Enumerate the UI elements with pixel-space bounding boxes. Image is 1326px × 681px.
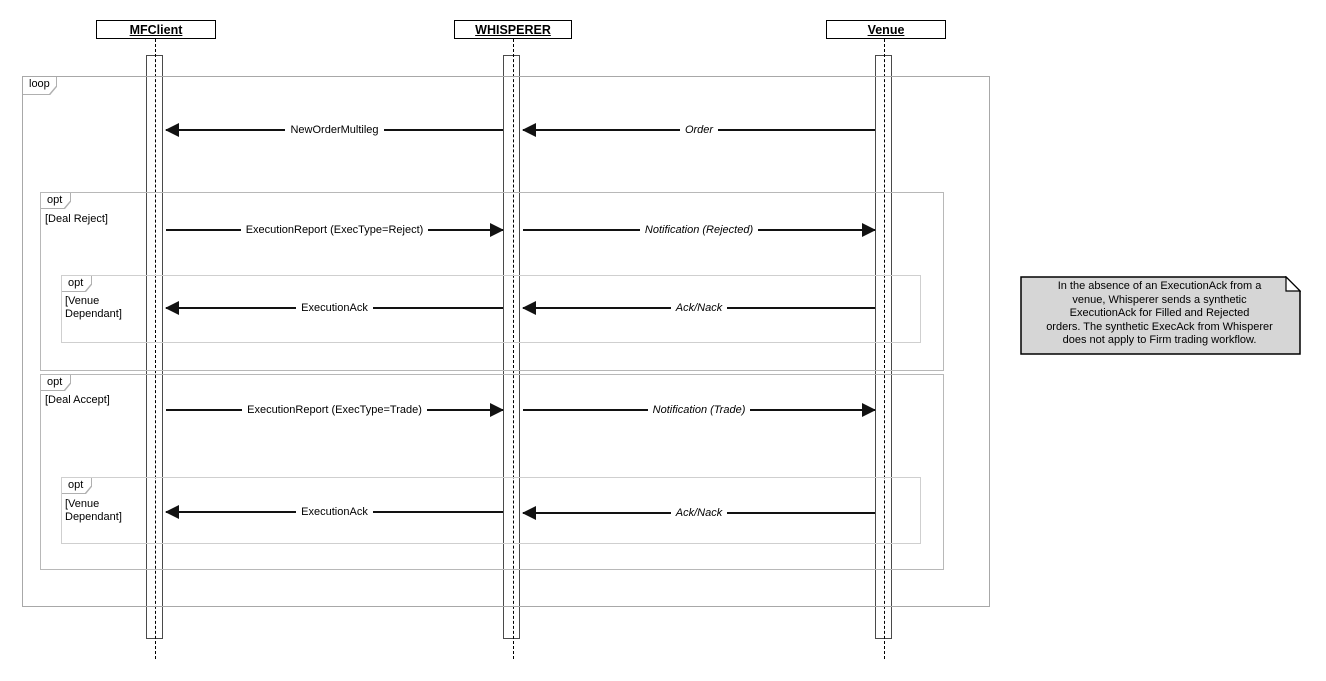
note-shape [1020, 276, 1301, 355]
frame-opt-label: opt [68, 277, 84, 289]
message-ack-nack-2: Ack/Nack [522, 505, 876, 521]
arrowhead-icon [522, 301, 536, 315]
arrowhead-icon [165, 301, 179, 315]
frame-opt-venue-dependant-1: opt [Venue Dependant] [61, 275, 921, 343]
frame-loop: loop [22, 76, 990, 607]
message-new-order-multileg: NewOrderMultileg [165, 122, 504, 138]
message-label: Notification (Rejected) [639, 222, 759, 238]
frame-opt-label: opt [47, 376, 63, 388]
arrowhead-icon [862, 223, 876, 237]
activation-bar-venue [875, 55, 892, 639]
message-ack-nack-1: Ack/Nack [522, 300, 876, 316]
arrowhead-icon [165, 505, 179, 519]
arrowhead-icon [490, 223, 504, 237]
lifeline-venue [884, 39, 885, 659]
arrowhead-icon [522, 123, 536, 137]
frame-opt-deal-accept-label-tab: opt [41, 375, 71, 391]
guard-venue-dependant-1: [Venue Dependant] [65, 295, 122, 320]
message-execution-ack-2: ExecutionAck [165, 504, 504, 520]
note: In the absence of an ExecutionAck from a… [1020, 276, 1301, 355]
frame-opt-deal-reject-label-tab: opt [41, 193, 71, 209]
frame-opt-venue-dependant-1-label-tab: opt [62, 276, 92, 292]
lifeline-mfclient [155, 39, 156, 659]
frame-opt-label: opt [68, 479, 84, 491]
message-label: Order [679, 122, 719, 138]
lifeline-whisperer [513, 39, 514, 659]
activation-bar-whisperer [503, 55, 520, 639]
message-label: ExecutionReport (ExecType=Reject) [240, 222, 429, 238]
guard-deal-reject: [Deal Reject] [45, 213, 108, 225]
message-notification-rejected: Notification (Rejected) [522, 222, 876, 238]
message-notification-trade: Notification (Trade) [522, 402, 876, 418]
frame-opt-deal-reject: opt [Deal Reject] [40, 192, 944, 371]
arrowhead-icon [522, 506, 536, 520]
message-label: ExecutionReport (ExecType=Trade) [242, 402, 427, 418]
message-label: NewOrderMultileg [285, 122, 384, 138]
message-execution-report-trade: ExecutionReport (ExecType=Trade) [165, 402, 504, 418]
message-label: ExecutionAck [296, 300, 373, 316]
frame-loop-label-tab: loop [23, 77, 57, 95]
actor-label: Venue [867, 22, 905, 37]
message-label: Ack/Nack [670, 300, 728, 316]
message-execution-ack-1: ExecutionAck [165, 300, 504, 316]
message-label: Ack/Nack [670, 505, 728, 521]
actor-box-mfclient: MFClient [96, 20, 216, 39]
actor-box-venue: Venue [826, 20, 946, 39]
guard-deal-accept: [Deal Accept] [45, 394, 110, 406]
activation-bar-mfclient [146, 55, 163, 639]
note-fold-icon [1285, 276, 1301, 292]
frame-opt-label: opt [47, 194, 63, 206]
actor-label: MFClient [129, 22, 183, 37]
arrowhead-icon [165, 123, 179, 137]
frame-opt-deal-accept: opt [Deal Accept] [40, 374, 944, 570]
note-text: In the absence of an ExecutionAck from a… [1046, 280, 1273, 346]
message-execution-report-reject: ExecutionReport (ExecType=Reject) [165, 222, 504, 238]
arrowhead-icon [490, 403, 504, 417]
frame-loop-label: loop [29, 78, 50, 90]
message-label: ExecutionAck [296, 504, 373, 520]
arrowhead-icon [862, 403, 876, 417]
message-label: Notification (Trade) [647, 402, 751, 418]
frame-opt-venue-dependant-2: opt [Venue Dependant] [61, 477, 921, 544]
actor-box-whisperer: WHISPERER [454, 20, 572, 39]
message-order: Order [522, 122, 876, 138]
frame-opt-venue-dependant-2-label-tab: opt [62, 478, 92, 494]
guard-venue-dependant-2: [Venue Dependant] [65, 498, 122, 523]
actor-label: WHISPERER [475, 22, 551, 37]
